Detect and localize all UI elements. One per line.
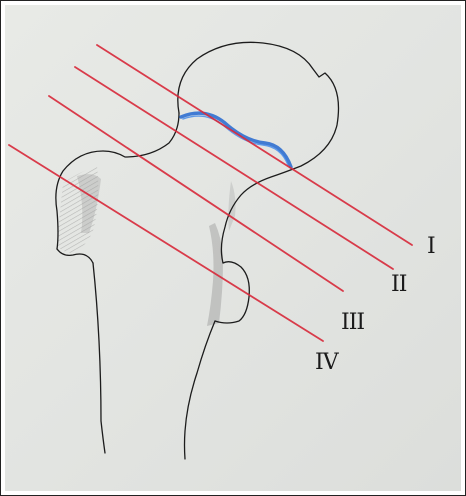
neck-shading xyxy=(228,181,235,231)
shaft-left-outline xyxy=(93,263,105,453)
line-i xyxy=(97,45,412,245)
label-i: I xyxy=(427,234,435,259)
femoral-head-outline xyxy=(178,42,339,263)
label-iii: III xyxy=(341,310,364,335)
fracture-line-highlight xyxy=(183,116,288,165)
line-ii xyxy=(75,67,393,269)
femur-outline xyxy=(56,42,339,459)
label-ii: II xyxy=(391,272,407,297)
fracture-line xyxy=(181,113,291,167)
shaft-right-outline xyxy=(185,321,216,459)
label-iv: IV xyxy=(315,350,340,375)
